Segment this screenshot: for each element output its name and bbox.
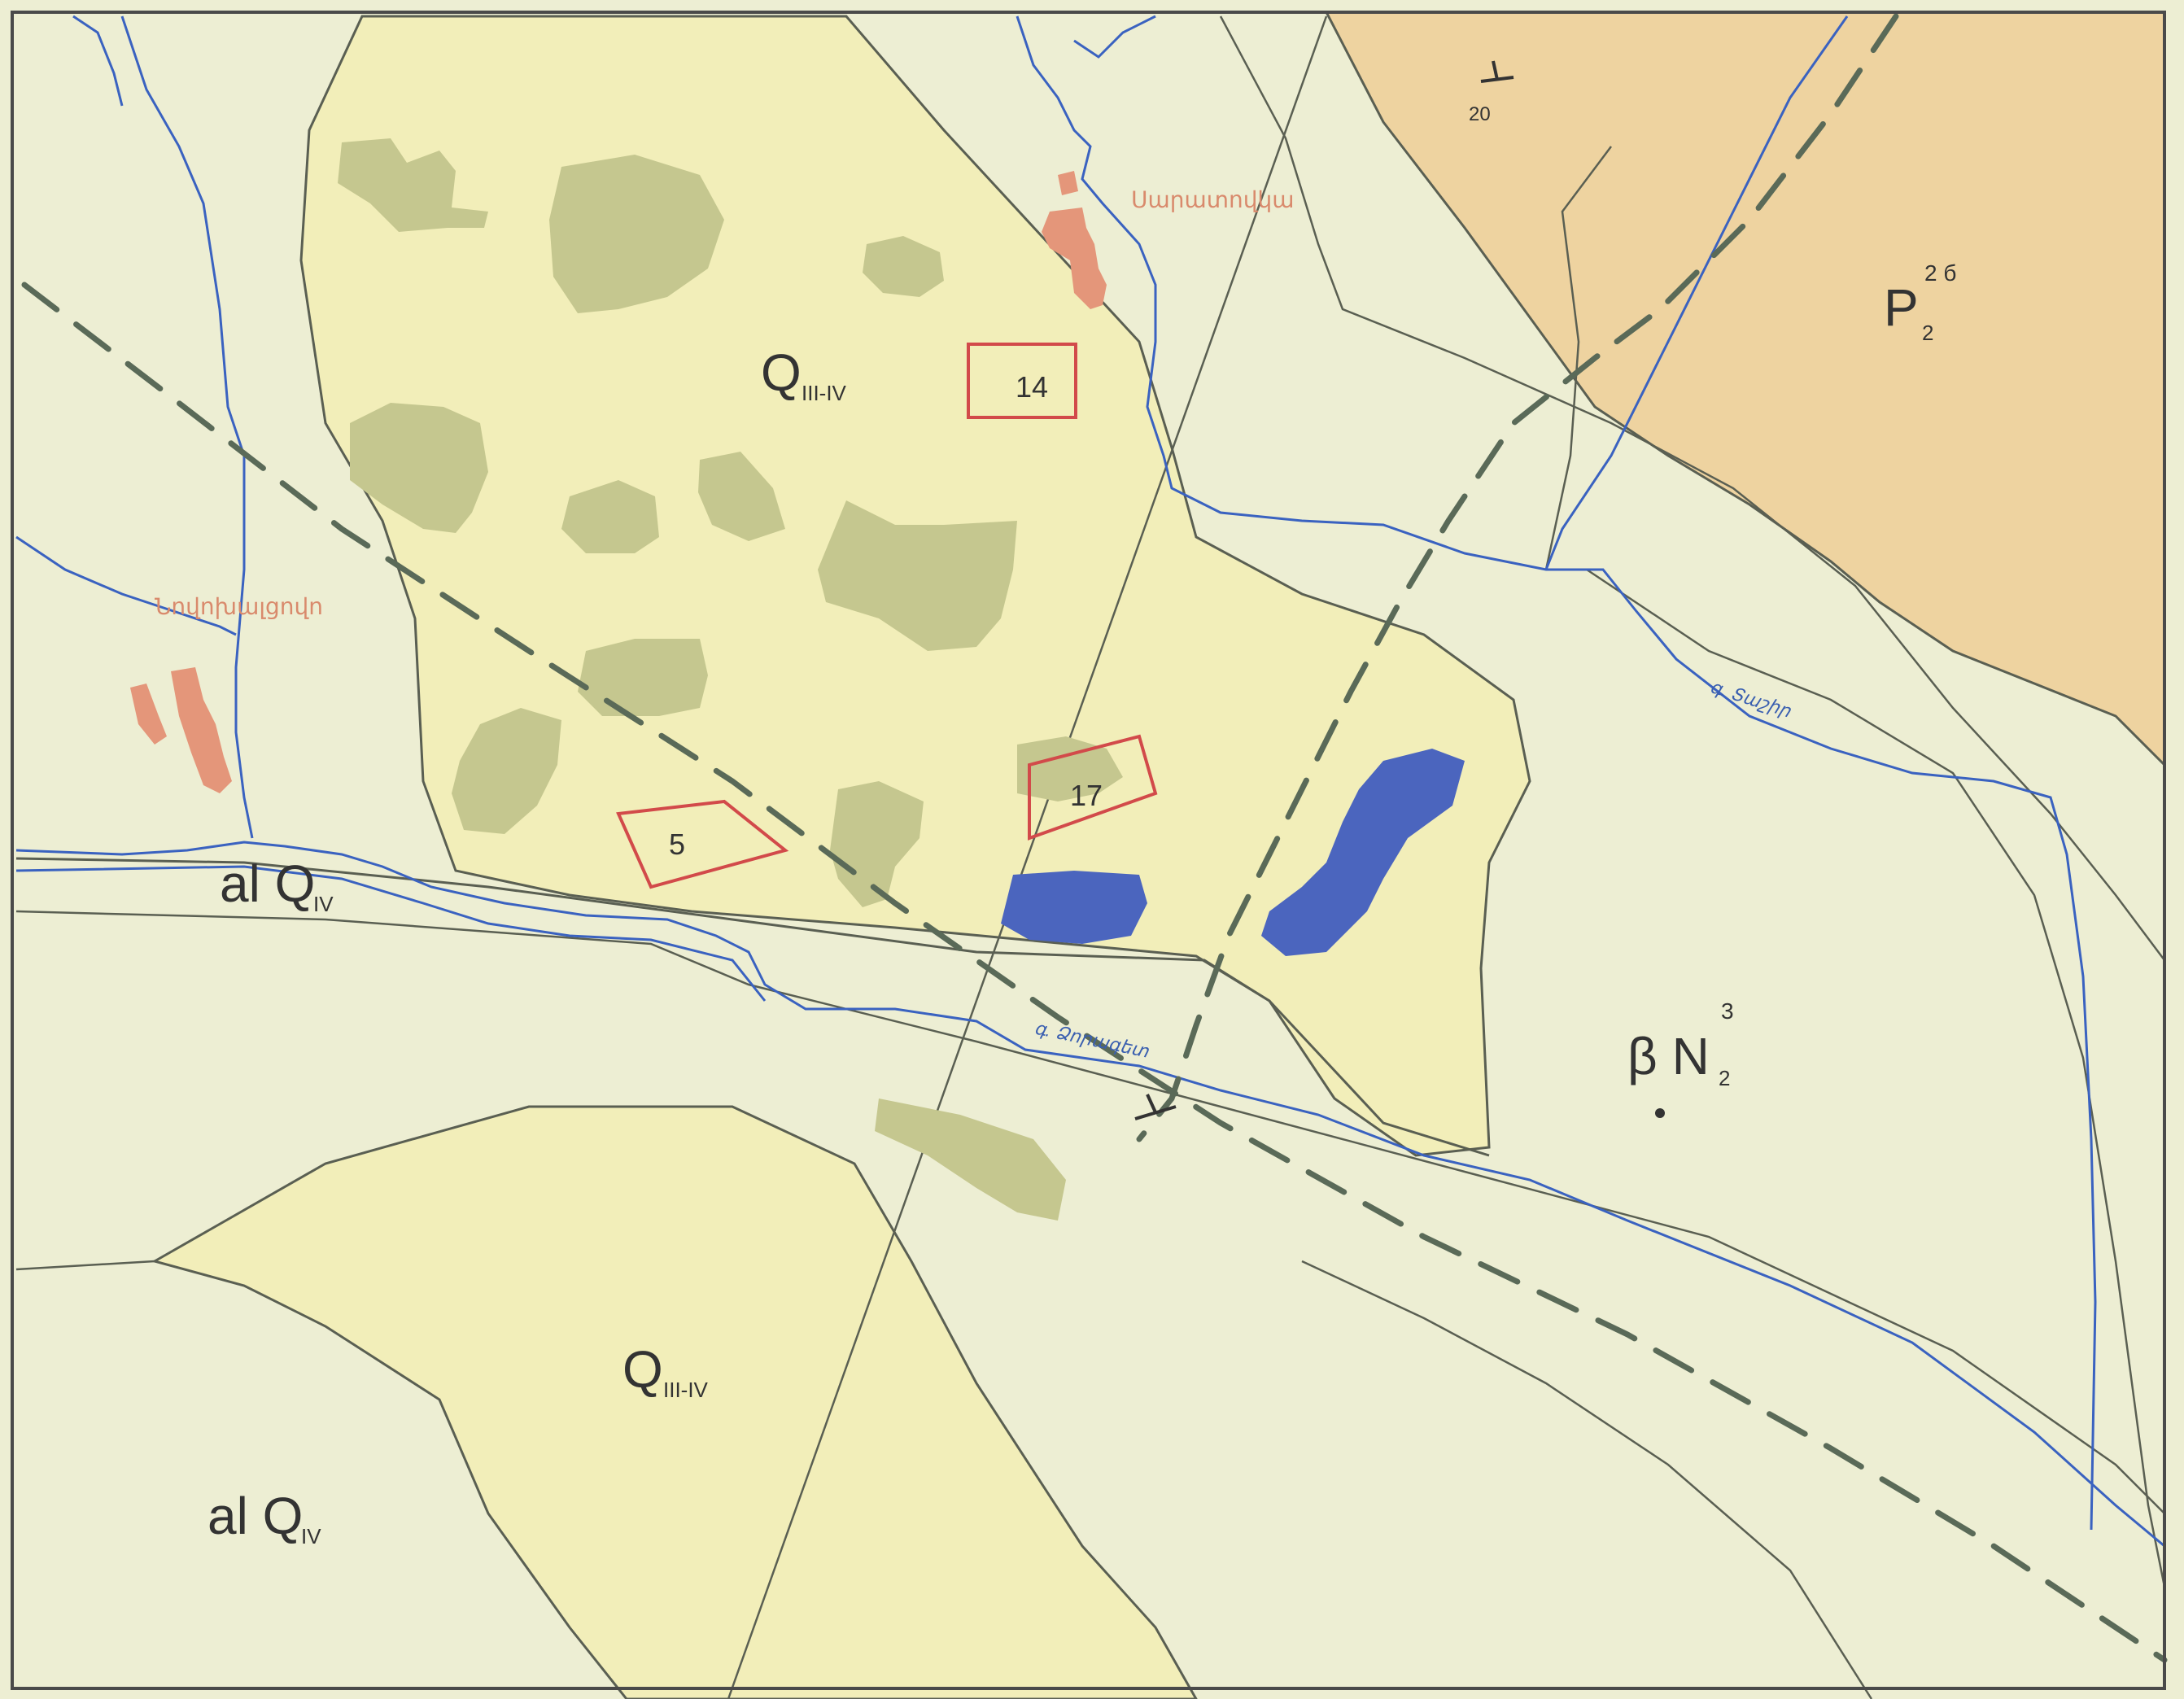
settlement-north	[1058, 171, 1078, 195]
river-channel	[15, 535, 237, 636]
unit-label-q-upper: Q	[761, 343, 802, 402]
fault-line	[21, 282, 2168, 1663]
vegetation-patch	[350, 403, 488, 533]
unit-label-permian: P	[1884, 278, 1919, 337]
unit-label-al-upper: al Q	[220, 854, 315, 913]
alluvial-contact-line	[1586, 568, 2166, 1588]
quaternary-unit-lower-area	[151, 1105, 1198, 1699]
vegetation-patch	[863, 236, 944, 297]
unit-label-permian-sub: 2	[1922, 321, 1933, 345]
river-channel	[72, 15, 124, 107]
river-channel	[1016, 15, 2097, 1531]
settlements	[130, 171, 1107, 793]
lineament-line	[727, 15, 1328, 1699]
unit-label-al-lower-sub: IV	[301, 1524, 321, 1548]
unit-label-q-upper-sub: III-IV	[802, 381, 847, 405]
vegetation-patch	[818, 500, 1017, 651]
settlement-west	[130, 684, 167, 745]
dip-symbol-icon	[1134, 1094, 1177, 1120]
faults	[21, 13, 2168, 1663]
sites	[616, 343, 1158, 889]
unit-label-permian-sup: 2 б	[1924, 260, 1956, 286]
unit-label-al-upper-sub: IV	[313, 892, 334, 916]
river-network	[15, 15, 2165, 1548]
unit-label-q-lower-sub: III-IV	[663, 1378, 709, 1402]
dip-symbol-icon	[1480, 60, 1514, 83]
settlement-west	[171, 667, 232, 793]
river-channel	[1544, 15, 1849, 570]
vegetation-patch	[452, 708, 561, 834]
vegetation-patch	[578, 639, 708, 716]
river-channel	[1073, 15, 1156, 59]
vegetation-patch	[549, 155, 724, 313]
alluvial-contact-line	[1219, 15, 2165, 961]
unit-label-basalt: β N	[1627, 1027, 1710, 1085]
vegetation-patch	[1017, 736, 1123, 801]
unit-label-basalt-sup: 3	[1721, 998, 1734, 1024]
dip-value-label: 20	[1469, 103, 1491, 125]
vegetation-patch	[830, 781, 924, 907]
lake	[1001, 871, 1147, 944]
site-17-label: 17	[1070, 779, 1103, 812]
vegetation-patch	[698, 452, 785, 541]
sample-point	[1655, 1108, 1665, 1118]
vegetation-patches	[338, 138, 1123, 1221]
unit-label-q-lower: Q	[622, 1340, 663, 1399]
vegetation-patch	[561, 480, 659, 553]
unit-label-basalt-sub: 2	[1719, 1066, 1730, 1090]
village-label-north: Սարատովկա	[1131, 187, 1295, 212]
alluvial-contact-line	[15, 1260, 155, 1271]
alluvial-contact-line	[1544, 146, 1612, 570]
vegetation-patch	[875, 1098, 1066, 1221]
site-5-outline	[616, 799, 789, 889]
site-17-outline	[1028, 734, 1158, 841]
map-frame	[11, 11, 2166, 1690]
alluvial-contact-line	[15, 910, 2165, 1514]
lake	[1261, 749, 1465, 956]
site-14-outline	[967, 343, 1077, 419]
river-channel	[120, 15, 254, 839]
river-channel	[15, 841, 2165, 1548]
settlement-north	[1042, 207, 1107, 309]
unit-label-al-lower: al Q	[207, 1487, 303, 1545]
vegetation-patch	[338, 138, 488, 232]
village-label-west: Նովոխալցովո	[155, 594, 323, 619]
alluvial-contact-line	[15, 857, 1490, 1157]
fault-line	[1136, 13, 1899, 1142]
alluvial-contact-line	[1301, 1260, 1873, 1699]
river-channel	[15, 865, 767, 1002]
site-5-label: 5	[669, 828, 685, 861]
site-14-label: 14	[1016, 370, 1048, 404]
dip-strike-symbols	[1134, 60, 1514, 1120]
